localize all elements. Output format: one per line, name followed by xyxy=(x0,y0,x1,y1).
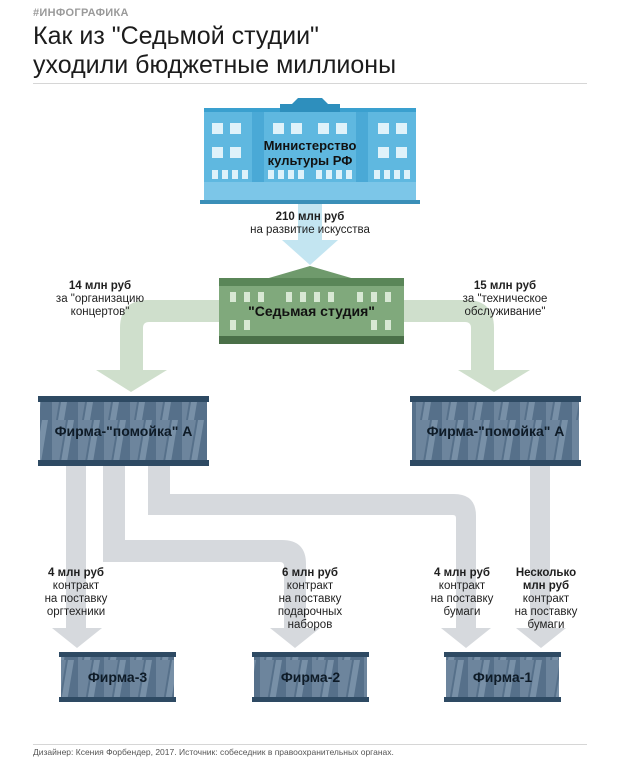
title-line-1: Как из "Седьмой студии" xyxy=(33,22,319,50)
flow-amount: 4 млн руб xyxy=(48,567,104,579)
arrow-studio-to-right-firm xyxy=(404,300,530,392)
firm3-label: Фирма-3 xyxy=(87,669,148,685)
flow-description: на развитие искусства xyxy=(250,224,370,236)
flow-description-line2: обслуживание" xyxy=(464,306,546,318)
arrow-left-firm-to-firm3 xyxy=(52,466,102,648)
flow-amount: 6 млн руб xyxy=(282,567,338,579)
flow-description-line2: на поставку xyxy=(430,593,494,605)
dump-firm-left-label: Фирма-"помойка" А xyxy=(54,423,193,439)
flow-label-left-to-firm1: 4 млн руб контракт на поставку бумаги xyxy=(420,567,504,619)
dump-firm-left-building xyxy=(38,396,209,466)
flow-description-line2: на поставку xyxy=(278,593,342,605)
ministry-label-line1: Министерство xyxy=(263,138,357,153)
firm3-building xyxy=(59,652,176,702)
flow-description-line1: контракт xyxy=(522,593,570,605)
flow-description-line1: контракт xyxy=(52,580,100,592)
flow-label-studio-to-left: 14 млн руб за "организацию концертов" xyxy=(30,280,170,319)
flow-description-line3: подарочных xyxy=(277,606,343,618)
flow-amount: 15 млн руб xyxy=(473,280,537,292)
dump-firm-right-label: Фирма-"помойка" А xyxy=(426,423,565,439)
studio-building xyxy=(219,266,404,344)
flow-amount: 4 млн руб xyxy=(434,567,490,579)
flow-label-left-to-firm3: 4 млн руб контракт на поставку оргтехник… xyxy=(35,567,117,619)
title-line-2: уходили бюджетные миллионы xyxy=(33,51,397,79)
flow-description-line2: на поставку xyxy=(44,593,108,605)
flow-label-right-to-firm1: Несколько млн руб контракт на поставку б… xyxy=(502,567,590,632)
flow-amount: 14 млн руб xyxy=(68,280,132,292)
header-divider xyxy=(33,83,587,84)
firm1-label: Фирма-1 xyxy=(472,669,533,685)
flow-description-line1: контракт xyxy=(438,580,486,592)
flow-description-line1: за "организацию xyxy=(55,293,145,305)
flow-description-line4: наборов xyxy=(287,619,333,631)
ministry-label: Министерство культуры РФ xyxy=(250,138,370,168)
infographic-tag: #ИНФОГРАФИКА xyxy=(33,7,129,19)
footer-divider xyxy=(33,744,587,745)
flow-label-studio-to-right: 15 млн руб за "техническое обслуживание" xyxy=(430,280,580,319)
flow-amount-line1: Несколько xyxy=(515,567,577,579)
flow-description-line1: контракт xyxy=(286,580,334,592)
flow-description-line1: за "техническое xyxy=(462,293,548,305)
firm2-label: Фирма-2 xyxy=(280,669,341,685)
ministry-building xyxy=(200,98,420,204)
flow-amount: 210 млн руб xyxy=(275,211,345,223)
arrow-left-firm-to-firm1 xyxy=(148,466,491,648)
flow-description-line3: бумаги xyxy=(443,606,481,618)
page-title: Как из "Седьмой студии" уходили бюджетны… xyxy=(33,22,593,80)
dump-firm-right-building xyxy=(410,396,581,466)
arrow-studio-to-left-firm xyxy=(96,300,219,392)
flow-description-line3: бумаги xyxy=(527,619,565,631)
studio-label: "Седьмая студия" xyxy=(248,303,375,319)
arrow-left-firm-to-firm2 xyxy=(103,466,320,648)
flow-description-line3: оргтехники xyxy=(46,606,106,618)
flow-amount-line2: млн руб xyxy=(522,580,570,592)
arrow-right-firm-to-firm1 xyxy=(516,466,566,648)
firm1-building xyxy=(444,652,561,702)
footer-credits: Дизайнер: Ксения Форбендер, 2017. Источн… xyxy=(33,747,394,757)
flow-description-line2: на поставку xyxy=(514,606,578,618)
ministry-label-line2: культуры РФ xyxy=(267,153,353,168)
firm2-building xyxy=(252,652,369,702)
arrow-ministry-to-studio xyxy=(282,200,338,265)
flow-label-ministry-to-studio: 210 млн руб на развитие искусства xyxy=(230,211,390,237)
flow-description-line2: концертов" xyxy=(70,306,130,318)
flow-label-left-to-firm2: 6 млн руб контракт на поставку подарочны… xyxy=(265,567,355,632)
